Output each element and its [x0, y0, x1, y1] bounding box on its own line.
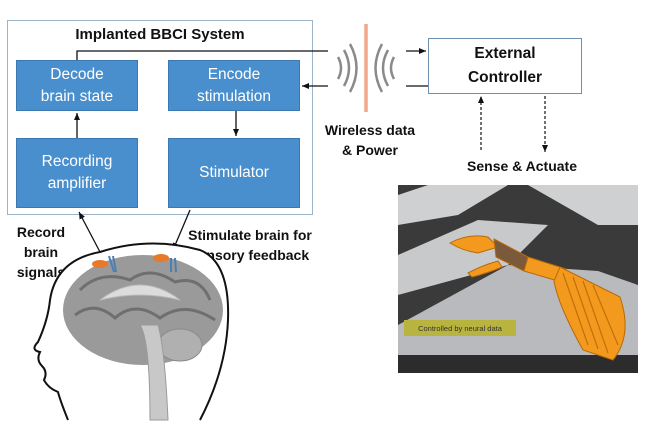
recording-line-2: amplifier	[47, 175, 107, 192]
stimulate-feedback-label: Stimulate brain for sensory feedback	[184, 225, 316, 265]
simulation-overlay-label: Controlled by neural data	[404, 320, 516, 336]
prosthetic-simulation-image	[398, 185, 638, 373]
record-line-2: brain	[23, 244, 59, 260]
wireless-line-1: Wireless data	[324, 122, 416, 138]
decode-line-1: Decode	[50, 65, 104, 83]
encode-stimulation-block: Encode stimulation	[168, 60, 300, 111]
decode-line-2: brain state	[40, 87, 114, 105]
wireless-line-2: & Power	[341, 142, 398, 158]
record-electrode	[92, 260, 108, 268]
recording-line-1: Recording	[41, 153, 113, 170]
recording-amplifier-block: Recording amplifier	[16, 138, 138, 208]
prosthetic-arm	[449, 235, 626, 361]
implanted-system-box	[7, 20, 313, 215]
record-signals-label: Record brain signals	[14, 222, 68, 282]
stimulate-line-2: sensory feedback	[190, 247, 310, 263]
record-signal-arrow	[78, 211, 101, 253]
sense-actuate-label: Sense & Actuate	[467, 158, 577, 174]
wireless-waves-right-icon	[374, 43, 396, 93]
stimulator-label: Stimulator	[199, 164, 269, 181]
record-line-3: signals	[16, 264, 66, 280]
decode-brain-state-block: Decode brain state	[16, 60, 138, 111]
stimulator-block: Stimulator	[168, 138, 300, 208]
head-brain-illustration	[33, 242, 230, 421]
record-line-1: Record	[16, 224, 66, 240]
cerebellum	[157, 328, 203, 362]
encode-line-2: stimulation	[196, 87, 272, 105]
wireless-label: Wireless data & Power	[318, 120, 422, 160]
external-line-2: Controller	[467, 69, 543, 86]
encode-line-1: Encode	[207, 65, 261, 83]
stimulate-line-1: Stimulate brain for	[188, 227, 312, 243]
stimulate-arrow	[172, 209, 191, 251]
simulation-scene	[398, 185, 638, 373]
corpus-callosum	[99, 284, 181, 301]
stimulate-electrode	[153, 254, 169, 262]
external-line-1: External	[474, 45, 536, 62]
implanted-system-title: Implanted BBCI System	[75, 26, 245, 43]
wireless-waves-left-icon	[336, 43, 358, 93]
decode-to-wireless-line	[76, 50, 328, 60]
brainstem	[139, 324, 169, 421]
